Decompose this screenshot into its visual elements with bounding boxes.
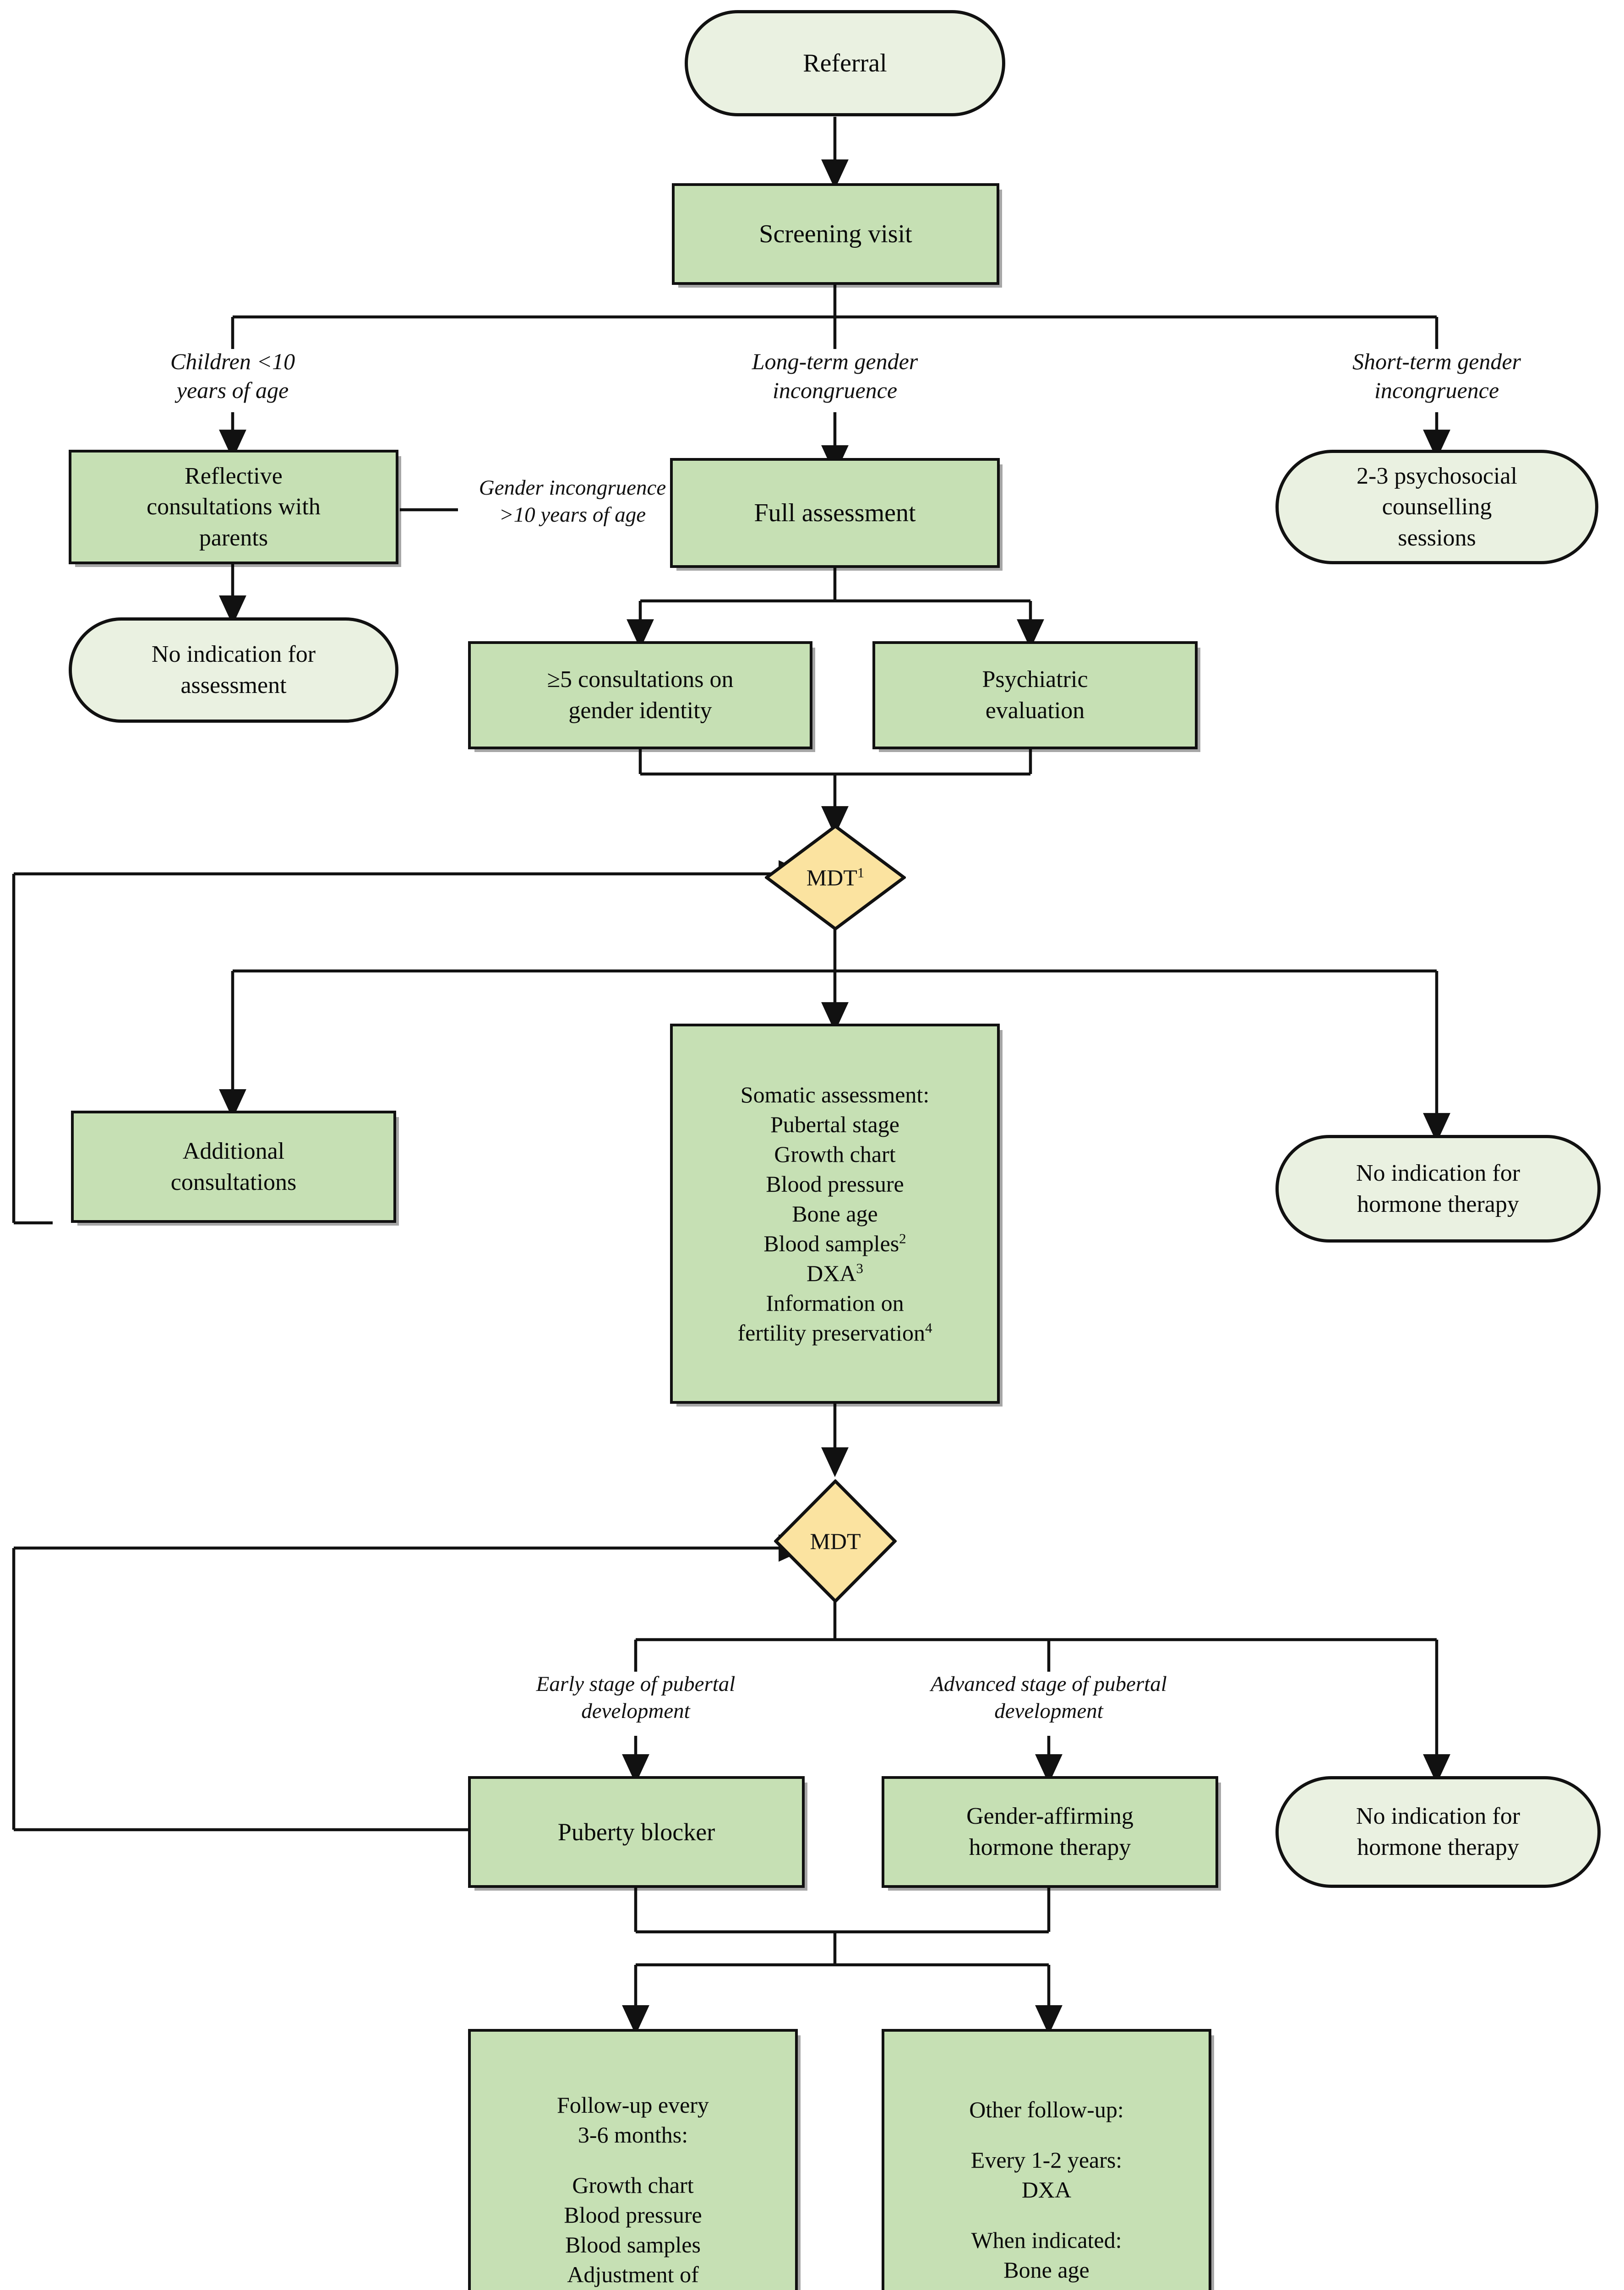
edge-label-advanced-pubertal: Advanced stage of pubertal development [931,1672,1167,1723]
node-no-indication-hormone-2-label: No indication for hormone therapy [1356,1803,1520,1860]
node-screening-visit[interactable]: Screening visit [672,183,999,285]
node-full-assessment[interactable]: Full assessment [670,458,1000,568]
other-follow-up-item: DXA [1021,2177,1072,2203]
node-no-indication-assessment-label: No indication for assessment [151,641,316,698]
other-follow-up-group-title: When indicated: [971,2227,1122,2253]
other-follow-up-item: TAUS5 [888,2285,1205,2290]
node-somatic-assessment[interactable]: Somatic assessment: Pubertal stage Growt… [670,1024,1000,1404]
somatic-assessment-item: Blood samples2 [763,1230,906,1256]
node-mdt-2-label: MDT [810,1528,861,1554]
node-mdt-1[interactable]: MDT1 [765,824,906,931]
node-mdt-2[interactable]: MDT [774,1479,897,1603]
follow-up-item: Blood pressure [564,2202,702,2228]
node-additional-consultations-label: Additional consultations [170,1138,297,1195]
other-follow-up-group-title: Every 1-2 years: [970,2147,1123,2173]
somatic-assessment-item: Blood pressure [766,1171,904,1197]
other-follow-up-item: Bone age [1003,2257,1090,2283]
node-reflective-consultations-label: Reflective consultations with parents [147,463,321,551]
node-no-indication-hormone-1[interactable]: No indication for hormone therapy [1275,1135,1601,1243]
node-psychiatric-evaluation[interactable]: Psychiatric evaluation [872,641,1198,749]
somatic-assessment-item: Pubertal stage [770,1111,899,1137]
mdt-2-outline [774,1479,897,1603]
edge-label-children-under-10: Children <10 years of age [170,349,295,403]
node-psychiatric-evaluation-label: Psychiatric evaluation [982,666,1088,724]
somatic-assessment-item: DXA3 [807,1260,863,1286]
follow-up-item: Growth chart [572,2172,694,2198]
node-full-assessment-label: Full assessment [754,498,916,527]
follow-up-heading: Follow-up every 3-6 months: [557,2092,709,2148]
follow-up-item: Blood samples [565,2232,701,2257]
somatic-assessment-item: Information on fertility preservation4 [737,1290,932,1346]
node-no-indication-assessment[interactable]: No indication for assessment [69,617,398,723]
node-no-indication-hormone-1-label: No indication for hormone therapy [1356,1160,1520,1217]
edge-label-long-term-incongruence: Long-term gender incongruence [752,349,918,403]
node-follow-up[interactable]: Follow-up every 3-6 months: Growth chart… [468,2029,798,2290]
node-other-follow-up[interactable]: Other follow-up: Every 1-2 years: DXA Wh… [882,2029,1211,2290]
node-screening-visit-label: Screening visit [759,219,912,248]
edge-label-short-term-incongruence: Short-term gender incongruence [1352,349,1521,403]
node-puberty-blocker-label: Puberty blocker [557,1818,715,1846]
somatic-assessment-item: Growth chart [774,1141,896,1167]
somatic-assessment-heading: Somatic assessment: [740,1081,930,1107]
node-puberty-blocker[interactable]: Puberty blocker [468,1776,805,1888]
node-additional-consultations[interactable]: Additional consultations [71,1111,396,1223]
node-referral-label: Referral [803,49,887,77]
node-psychosocial-counselling[interactable]: 2-3 psychosocial counselling sessions [1275,450,1598,564]
other-follow-up-heading: Other follow-up: [969,2097,1124,2122]
mdt-1-outline [765,824,906,931]
edge-label-early-pubertal: Early stage of pubertal development [536,1672,736,1723]
node-reflective-consultations[interactable]: Reflective consultations with parents [69,450,398,564]
node-mdt-1-label: MDT1 [806,864,865,890]
somatic-assessment-item: Bone age [792,1200,878,1227]
edge-label-gender-incongruence-over-10: Gender incongruence >10 years of age [479,476,666,527]
node-referral[interactable]: Referral [685,10,1005,116]
node-no-indication-hormone-2[interactable]: No indication for hormone therapy [1275,1776,1601,1888]
node-consultations-gender-identity[interactable]: ≥5 consultations on gender identity [468,641,812,749]
follow-up-item: Adjustment of hormone therapy [567,2262,699,2287]
node-gender-affirming-hormone[interactable]: Gender-affirming hormone therapy [882,1776,1218,1888]
node-gender-affirming-hormone-label: Gender-affirming hormone therapy [966,1803,1134,1860]
node-psychosocial-counselling-label: 2-3 psychosocial counselling sessions [1357,463,1517,551]
node-consultations-gender-identity-label: ≥5 consultations on gender identity [547,666,734,724]
